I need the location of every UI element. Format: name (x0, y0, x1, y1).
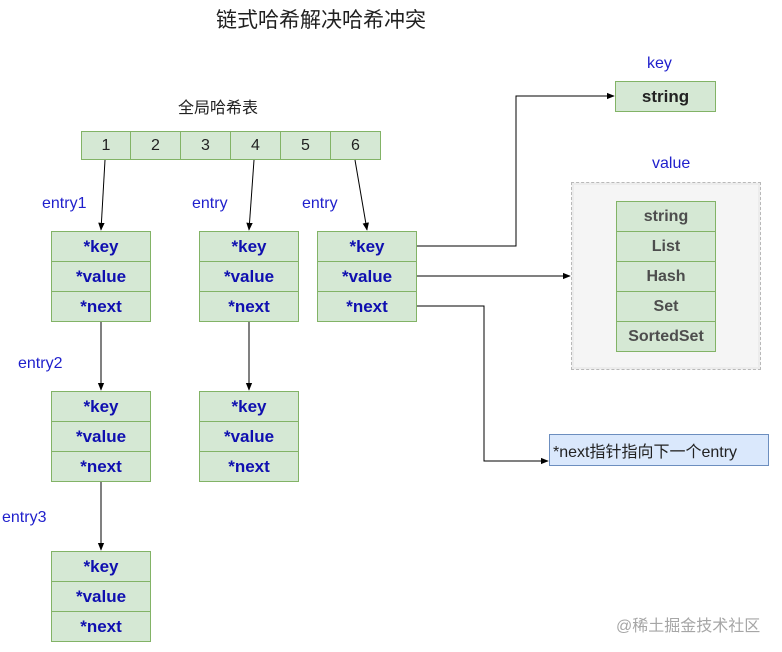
entry2-value: *value (51, 421, 151, 452)
entry-slot4-a-value: *value (199, 261, 299, 292)
entry3-label: entry3 (2, 509, 47, 526)
entry-slot4-a-next: *next (199, 291, 299, 322)
entry-slot4-b-value: *value (199, 421, 299, 452)
value-type-hash: Hash (616, 261, 716, 292)
entry-slot6-label: entry (302, 195, 338, 212)
arrow-slot6-entry (354, 159, 369, 231)
value-panel-label: value (652, 155, 691, 172)
arrow-next-note (417, 305, 549, 465)
entry3-value: *value (51, 581, 151, 612)
entry1-next: *next (51, 291, 151, 322)
hash-table-label: 全局哈希表 (178, 100, 259, 117)
entry-slot6-value: *value (317, 261, 417, 292)
entry2-key: *key (51, 391, 151, 422)
entry2-label: entry2 (18, 355, 63, 372)
value-type-sortedset: SortedSet (616, 321, 716, 352)
key-type-string: string (615, 81, 716, 112)
entry2-next: *next (51, 451, 151, 482)
hash-slot-1: 1 (81, 131, 131, 160)
entry3-key: *key (51, 551, 151, 582)
hash-slot-3: 3 (180, 131, 231, 160)
hash-slot-2: 2 (130, 131, 181, 160)
entry-slot6-key: *key (317, 231, 417, 262)
hash-slot-4: 4 (230, 131, 281, 160)
hash-slot-5: 5 (280, 131, 331, 160)
entry-slot4-b-key: *key (199, 391, 299, 422)
arrow-key-string (417, 92, 615, 247)
entry-slot4-label: entry (192, 195, 228, 212)
entry-slot4-a-key: *key (199, 231, 299, 262)
hash-slot-6: 6 (330, 131, 381, 160)
value-type-list: List (616, 231, 716, 262)
arrow-slot1-entry1 (98, 159, 106, 231)
entry-slot6-next: *next (317, 291, 417, 322)
entry-slot4-b-next: *next (199, 451, 299, 482)
entry1-label: entry1 (42, 195, 87, 212)
watermark: @稀土掘金技术社区 (616, 618, 761, 635)
diagram-title: 链式哈希解决哈希冲突 (216, 9, 426, 32)
entry1-key: *key (51, 231, 151, 262)
next-pointer-note: *next指针指向下一个entry (549, 434, 769, 466)
arrow-slot4-entry (246, 159, 255, 231)
key-panel-label: key (647, 55, 672, 72)
entry3-next: *next (51, 611, 151, 642)
